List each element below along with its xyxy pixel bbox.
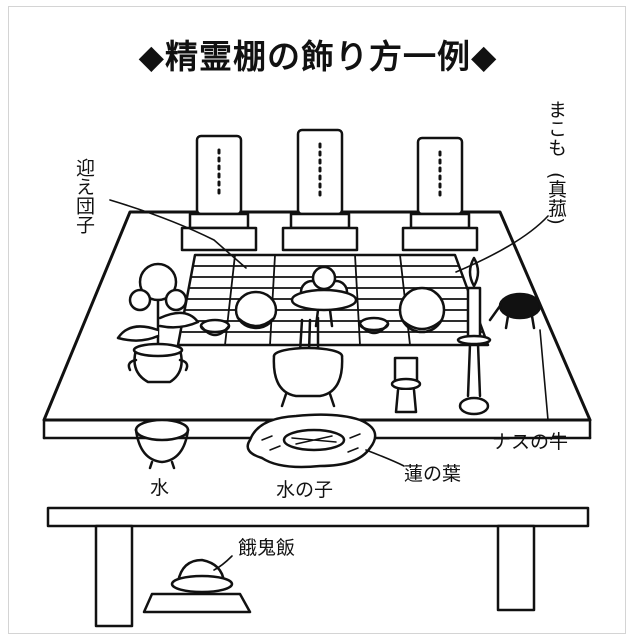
fruit-stand bbox=[290, 265, 358, 328]
ihai-tablet-center bbox=[281, 128, 359, 252]
small-cup-right bbox=[358, 316, 390, 335]
nasu-no-ushi bbox=[488, 292, 542, 330]
water-bowl bbox=[134, 418, 190, 470]
label-nasu-no-ushi: ナスの牛 bbox=[492, 431, 568, 453]
ihai-tablet-left bbox=[180, 134, 258, 252]
image-frame bbox=[8, 6, 626, 634]
lotus-leaf bbox=[246, 413, 377, 469]
ihai-tablet-right bbox=[401, 136, 479, 252]
dango-bowl-right bbox=[398, 286, 446, 334]
label-mizu-no-ko: 水の子 bbox=[276, 479, 333, 501]
label-mukae-dango: 迎え団子 bbox=[73, 158, 95, 234]
dango-bowl-left bbox=[234, 290, 278, 330]
incense-burner bbox=[272, 316, 344, 408]
incense-cup bbox=[390, 356, 422, 414]
label-makomo-kanji: (真菰) bbox=[545, 172, 567, 225]
label-mizu: 水 bbox=[150, 477, 169, 499]
leader-lines bbox=[109, 199, 549, 571]
label-hasu-no-ha: 蓮の葉 bbox=[404, 463, 461, 485]
gaki-meshi bbox=[142, 558, 252, 614]
small-cup-left bbox=[199, 318, 231, 337]
diagram-title: ◆精霊棚の飾り方一例◆ bbox=[138, 37, 498, 76]
label-makomo: まこも bbox=[545, 100, 567, 157]
label-gaki-meshi: 餓鬼飯 bbox=[238, 537, 295, 559]
flower-vase bbox=[116, 262, 200, 384]
